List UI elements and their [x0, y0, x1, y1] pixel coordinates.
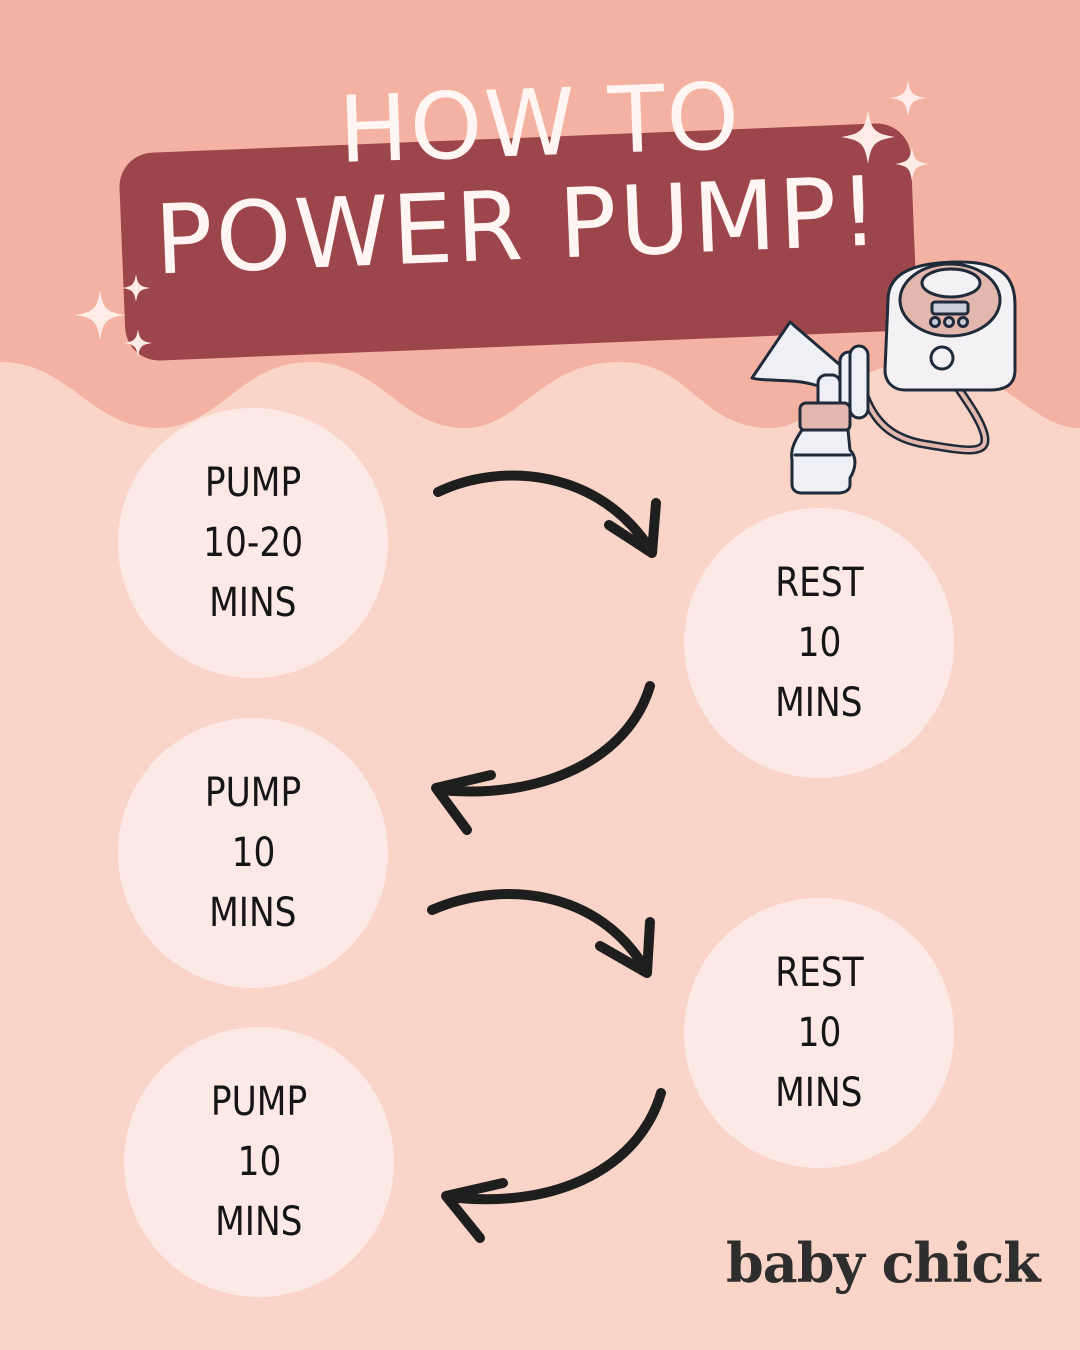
step-unit: MINS: [775, 680, 863, 726]
step-action: PUMP: [204, 770, 302, 816]
step-3-pump: PUMP 10 MINS: [118, 718, 388, 988]
step-action: REST: [774, 950, 864, 996]
step-action: PUMP: [210, 1079, 308, 1125]
step-duration: 10: [231, 830, 275, 876]
title-line-2: POWER PUMP!: [152, 155, 884, 297]
step-unit: MINS: [209, 580, 297, 626]
step-5-pump: PUMP 10 MINS: [124, 1027, 394, 1297]
step-4-rest: REST 10 MINS: [684, 898, 954, 1168]
step-duration: 10-20: [203, 520, 303, 566]
step-1-pump: PUMP 10-20 MINS: [118, 408, 388, 678]
step-action: REST: [774, 560, 864, 606]
step-2-rest: REST 10 MINS: [684, 508, 954, 778]
step-duration: 10: [797, 620, 841, 666]
step-action: PUMP: [204, 460, 302, 506]
step-unit: MINS: [775, 1070, 863, 1116]
step-duration: 10: [237, 1139, 281, 1185]
step-unit: MINS: [215, 1199, 303, 1245]
step-duration: 10: [797, 1010, 841, 1056]
brand-logo: baby chick: [726, 1231, 1041, 1295]
step-unit: MINS: [209, 890, 297, 936]
